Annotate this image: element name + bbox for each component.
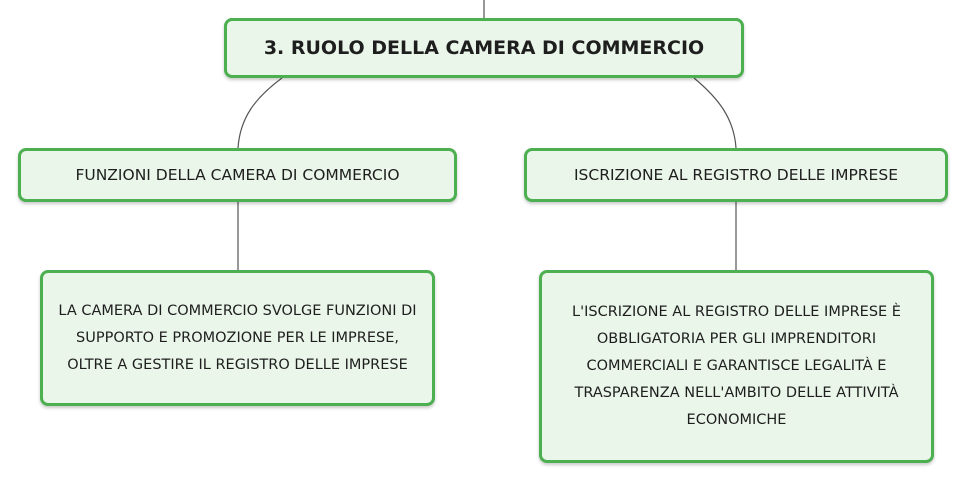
detail-node-iscrizione[interactable]: L'ISCRIZIONE AL REGISTRO DELLE IMPRESE È… xyxy=(539,270,934,463)
root-topic-node[interactable]: 3. RUOLO DELLA CAMERA DI COMMERCIO xyxy=(224,18,744,78)
connector-root-to-left-branch xyxy=(237,77,283,149)
branch-node-funzioni[interactable]: FUNZIONI DELLA CAMERA DI COMMERCIO xyxy=(18,148,457,202)
detail-text-iscrizione: L'ISCRIZIONE AL REGISTRO DELLE IMPRESE È… xyxy=(572,304,901,428)
branch-node-iscrizione[interactable]: ISCRIZIONE AL REGISTRO DELLE IMPRESE xyxy=(524,148,948,202)
branch-label-funzioni: FUNZIONI DELLA CAMERA DI COMMERCIO xyxy=(75,166,400,184)
root-topic-label: 3. RUOLO DELLA CAMERA DI COMMERCIO xyxy=(263,37,705,59)
branch-label-iscrizione: ISCRIZIONE AL REGISTRO DELLE IMPRESE xyxy=(573,166,898,184)
detail-node-funzioni[interactable]: LA CAMERA DI COMMERCIO SVOLGE FUNZIONI D… xyxy=(40,270,435,406)
detail-text-funzioni: LA CAMERA DI COMMERCIO SVOLGE FUNZIONI D… xyxy=(58,302,417,373)
connector-root-to-right-branch xyxy=(693,77,737,149)
